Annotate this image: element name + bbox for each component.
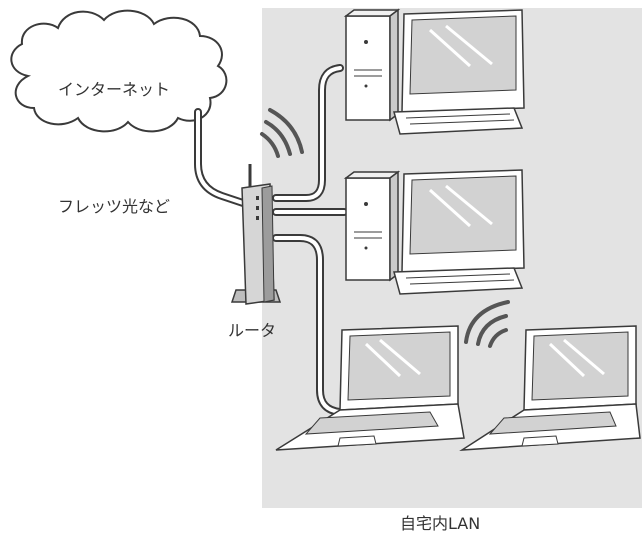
home-lan-label: 自宅内LAN: [400, 514, 481, 533]
laptop-pc: [275, 325, 465, 451]
desktop-pc: [343, 169, 525, 295]
internet-label: インターネット: [58, 80, 171, 99]
desktop-pc: [343, 8, 525, 135]
fletz-label: フレッツ光など: [58, 197, 171, 216]
laptop-pc: [459, 325, 641, 451]
internet-cloud: [10, 9, 228, 133]
router-label: ルータ: [228, 321, 277, 340]
cables: [194, 64, 348, 416]
wifi-signal-icon: [260, 108, 304, 158]
router-device: [230, 164, 282, 305]
wifi-signal-icon: [464, 300, 510, 348]
